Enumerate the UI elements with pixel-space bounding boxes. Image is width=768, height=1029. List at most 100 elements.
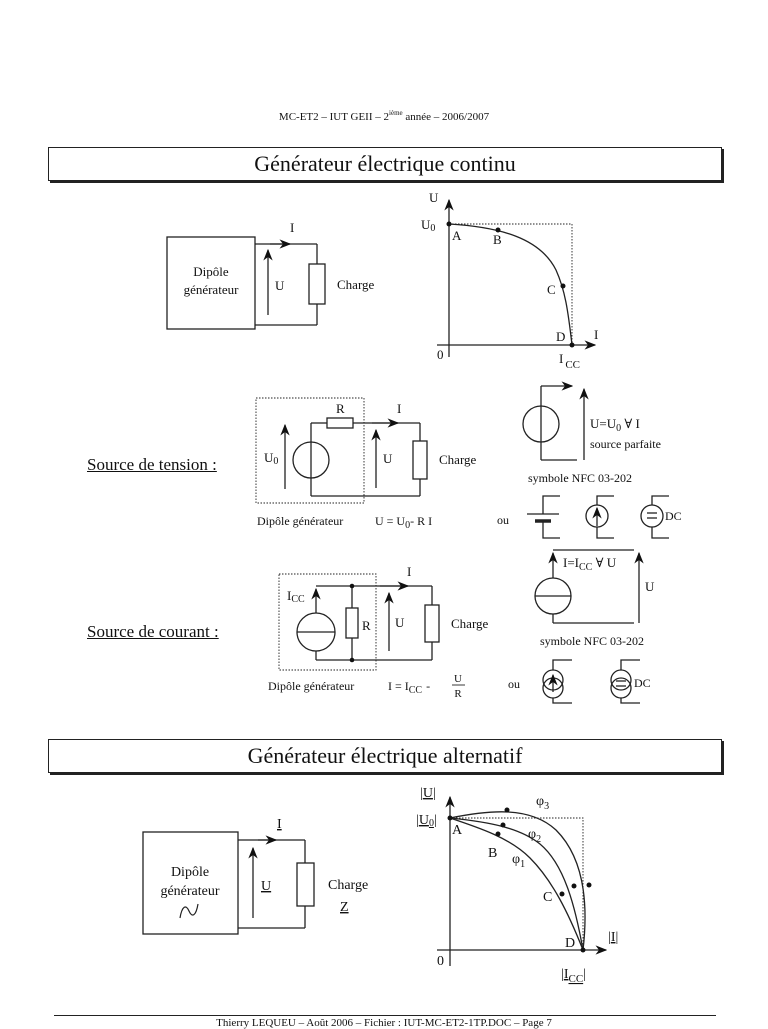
load-resistor <box>424 604 440 643</box>
bound-rect <box>449 223 573 345</box>
origin-label: 0 <box>437 954 444 969</box>
ac-basic-circuit <box>142 831 315 935</box>
dipole-block <box>166 236 256 330</box>
curve-phi3 <box>449 811 586 951</box>
x-axis-label: I <box>594 327 598 342</box>
voltage-label: U <box>275 278 285 293</box>
point-c-label: C <box>547 282 556 297</box>
dc-voltage-symbol <box>640 495 669 539</box>
dc-label: DC <box>634 676 651 690</box>
block-label-1: Dipôle <box>193 264 229 279</box>
x-axis-label: |I| <box>608 930 618 945</box>
battery-symbol <box>527 495 560 539</box>
ideal-voltage-equation: U=U0 ∀ I <box>590 416 640 434</box>
load-label: Charge <box>451 616 489 631</box>
phi2-label: φ2 <box>528 827 541 845</box>
symbol-caption: symbole NFC 03-202 <box>528 471 632 485</box>
load-impedance <box>296 862 315 907</box>
voltage-source-arrow-symbol <box>585 495 614 539</box>
origin-label: 0 <box>437 347 444 362</box>
y-axis-label: |U| <box>420 786 436 801</box>
point-a <box>447 815 453 821</box>
u0-label: U0 <box>264 450 278 467</box>
u0-label: U0 <box>421 217 435 234</box>
section-title-continu: Générateur électrique continu <box>48 147 722 181</box>
curve-phi1 <box>449 817 584 951</box>
block-label-2: générateur <box>184 282 240 297</box>
block-label-2: générateur <box>160 884 219 899</box>
point-a-label: A <box>452 823 463 838</box>
voltage-label: U <box>383 451 393 466</box>
curve-phi2 <box>449 817 584 951</box>
header-prefix: MC-ET2 – IUT GEII – 2 <box>278 111 390 123</box>
current-equation: I = ICC- <box>388 679 430 696</box>
load-resistor <box>308 263 326 305</box>
point-d <box>580 947 586 953</box>
bound-rect <box>450 817 584 950</box>
internal-resistor <box>326 417 354 429</box>
fraction-numerator: U <box>454 673 462 685</box>
dc-label: DC <box>665 509 682 523</box>
point-d-label: D <box>565 936 575 951</box>
point-c <box>560 283 566 289</box>
phi3-label: φ3 <box>536 794 549 812</box>
dipole-dotted-box <box>255 397 365 504</box>
dipole-caption: Dipôle générateur <box>257 514 343 528</box>
dipole-block <box>142 831 239 935</box>
ideal-current-equation: I=ICC ∀ U <box>563 555 617 573</box>
point-c <box>559 891 565 897</box>
point-a <box>446 221 452 227</box>
phi1-label: φ1 <box>512 852 525 870</box>
header-suffix: année – 2006/2007 <box>402 111 490 123</box>
section-title-alternatif: Générateur électrique alternatif <box>48 739 722 773</box>
ideal-current-source <box>534 549 644 624</box>
current-label: I <box>290 220 294 235</box>
load-label: Charge <box>337 277 375 292</box>
symbol-caption: symbole NFC 03-202 <box>540 634 644 648</box>
point-b-label: B <box>493 232 502 247</box>
ideal-voltage-source <box>522 381 589 461</box>
footer-rule <box>54 1015 716 1016</box>
point-phi2-top <box>500 822 506 828</box>
voltage-label: U <box>261 879 271 894</box>
point-b <box>495 831 501 837</box>
node-bottom <box>349 657 355 663</box>
r-label: R <box>362 618 371 633</box>
sine-icon <box>179 903 199 919</box>
point-phi3-right <box>586 882 592 888</box>
point-d <box>569 342 575 348</box>
current-label: I <box>277 817 282 832</box>
or-label: ou <box>497 513 509 527</box>
voltage-source-circuit <box>255 397 428 504</box>
impedance-label: Z <box>340 900 349 915</box>
current-label: I <box>397 401 401 416</box>
point-phi3-top <box>504 807 510 813</box>
internal-resistor <box>345 607 359 639</box>
load-label: Charge <box>439 452 477 467</box>
load-resistor <box>412 440 428 480</box>
current-source-arrow-symbol <box>542 659 572 704</box>
dipole-caption: Dipôle générateur <box>268 679 354 693</box>
label-source-courant: Source de courant : <box>87 622 219 641</box>
tension-equation: U = U0- R I <box>375 514 432 531</box>
dipole-dotted-box <box>278 573 377 671</box>
point-c-label: C <box>543 890 552 905</box>
point-d-label: D <box>556 329 565 344</box>
node-top <box>349 583 355 589</box>
ac-characteristic-graph <box>437 795 608 966</box>
point-phi2-right <box>571 883 577 889</box>
y-axis-label: U <box>429 190 439 205</box>
or-label: ou <box>508 677 520 691</box>
r-label: R <box>336 401 345 416</box>
point-b <box>495 227 501 233</box>
icc-label: |ICC| <box>561 967 586 985</box>
point-a-label: A <box>452 228 462 243</box>
label-source-tension: Source de tension : <box>87 455 217 474</box>
current-label: I <box>407 564 411 579</box>
u0-label: |U0| <box>416 813 437 829</box>
load-label: Charge <box>328 878 368 893</box>
characteristic-curve <box>448 223 573 346</box>
ideal-note: source parfaite <box>590 437 661 451</box>
point-b-label: B <box>488 846 497 861</box>
